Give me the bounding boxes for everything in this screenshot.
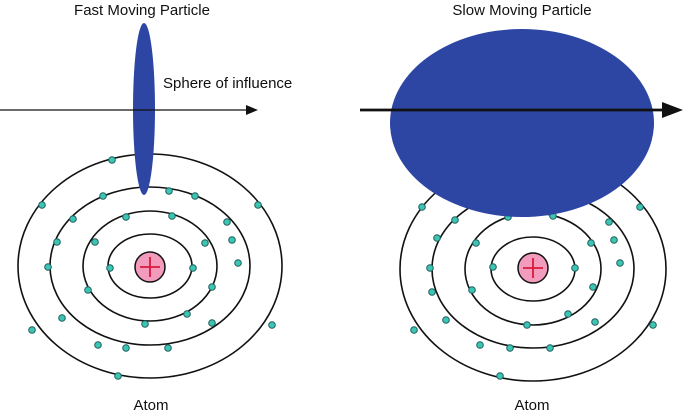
- electron: [201, 239, 209, 247]
- electron: [433, 234, 441, 242]
- electron: [476, 341, 484, 349]
- plus-icon: [140, 257, 160, 277]
- electron: [44, 263, 52, 271]
- electron: [228, 236, 236, 244]
- electron: [610, 236, 618, 244]
- electron: [122, 344, 130, 352]
- electron: [28, 326, 36, 334]
- right-atom-label: Atom: [514, 397, 549, 414]
- electron: [208, 283, 216, 291]
- electron: [183, 310, 191, 318]
- electron: [268, 321, 276, 329]
- electron: [410, 326, 418, 334]
- left-electrons: [28, 156, 276, 380]
- electron: [442, 316, 450, 324]
- electron: [58, 314, 66, 322]
- electron: [472, 239, 480, 247]
- electron: [234, 259, 242, 267]
- electron: [649, 321, 657, 329]
- electron: [254, 201, 262, 209]
- electron: [223, 218, 231, 226]
- electron: [546, 344, 554, 352]
- electron: [636, 203, 644, 211]
- slow-particle-panel: Slow Moving Particle: [360, 2, 683, 414]
- right-electrons: [410, 157, 657, 380]
- plus-icon: [523, 258, 543, 278]
- electron: [208, 319, 216, 327]
- electron: [451, 216, 459, 224]
- electron: [191, 192, 199, 200]
- electron: [589, 283, 597, 291]
- electron: [426, 264, 434, 272]
- electron: [428, 288, 436, 296]
- electron: [496, 372, 504, 380]
- electron: [489, 263, 497, 271]
- right-atom: [399, 156, 667, 382]
- left-nucleus: [134, 251, 166, 283]
- arrow-icon: [246, 105, 258, 115]
- left-orbit-second: [82, 210, 218, 322]
- electron: [53, 238, 61, 246]
- right-nucleus: [517, 252, 549, 284]
- electron: [106, 264, 114, 272]
- fast-particle-title: Fast Moving Particle: [74, 2, 210, 19]
- electron: [84, 286, 92, 294]
- electron: [141, 320, 149, 328]
- electron: [94, 341, 102, 349]
- electron: [418, 203, 426, 211]
- electron: [168, 212, 176, 220]
- electron: [523, 321, 531, 329]
- electron: [114, 372, 122, 380]
- fast-particle-panel: Fast Moving Particle: [0, 2, 292, 414]
- electron: [165, 187, 173, 195]
- electron: [506, 344, 514, 352]
- fast-particle-sphere: [133, 23, 155, 195]
- slow-particle-sphere: [390, 29, 654, 217]
- arrow-icon: [662, 102, 683, 118]
- electron: [616, 259, 624, 267]
- electron: [564, 310, 572, 318]
- electron: [122, 213, 130, 221]
- sphere-of-influence-label: Sphere of influence: [163, 75, 292, 92]
- electron: [571, 264, 579, 272]
- electron: [99, 192, 107, 200]
- electron: [108, 156, 116, 164]
- electron: [587, 239, 595, 247]
- electron: [468, 286, 476, 294]
- electron: [164, 344, 172, 352]
- electron: [591, 318, 599, 326]
- electron: [69, 215, 77, 223]
- electron: [189, 264, 197, 272]
- electron: [38, 201, 46, 209]
- electron: [91, 238, 99, 246]
- left-atom: [17, 153, 283, 380]
- right-trajectory-arrow: [360, 102, 683, 118]
- left-trajectory-arrow: [0, 105, 258, 115]
- electron: [605, 218, 613, 226]
- slow-particle-title: Slow Moving Particle: [452, 2, 591, 19]
- left-atom-label: Atom: [133, 397, 168, 414]
